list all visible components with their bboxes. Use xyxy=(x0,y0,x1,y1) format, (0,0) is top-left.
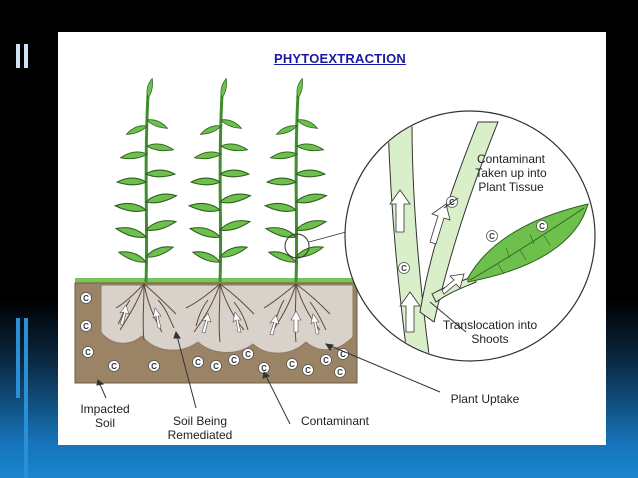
label-plant-uptake: Plant Uptake xyxy=(450,392,520,406)
uptake-arrows xyxy=(119,304,320,336)
magnify-connector xyxy=(308,231,347,243)
slide-decoration xyxy=(24,318,28,478)
diagram-panel: PHYTOEXTRACTION C xyxy=(58,32,606,445)
slide-decoration xyxy=(24,44,28,68)
label-impacted-soil: Impacted Soil xyxy=(80,402,130,430)
diagram-title: PHYTOEXTRACTION xyxy=(273,51,407,66)
plant-stems xyxy=(144,93,300,283)
label-translocation: Translocation into Shoots xyxy=(442,318,538,346)
zoom-detail xyxy=(344,110,596,362)
ground-grass xyxy=(75,278,357,284)
magnify-marker xyxy=(284,233,310,259)
label-contaminant: Contaminant xyxy=(300,414,370,428)
slide-decoration xyxy=(16,318,20,398)
phytoextraction-diagram: C xyxy=(74,77,596,425)
label-contaminant-uptake: Contaminant Taken up into Plant Tissue xyxy=(475,152,547,194)
slide-decoration xyxy=(16,44,20,68)
label-pointers xyxy=(96,197,467,425)
plant-roots xyxy=(115,283,331,343)
label-soil-remediated: Soil Being Remediated xyxy=(167,414,233,442)
